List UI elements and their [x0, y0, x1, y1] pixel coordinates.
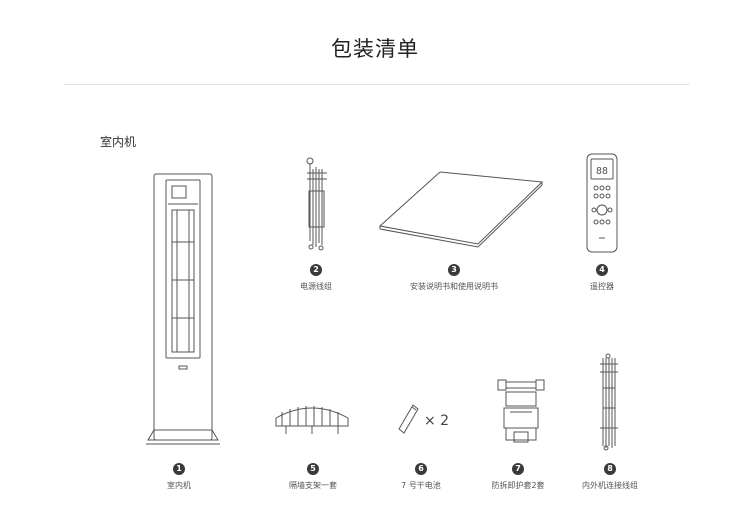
anti-tamper-cover-icon — [497, 379, 545, 443]
caption-power-cable: 电源线组 — [300, 282, 332, 291]
page-title: 包装清单 — [331, 37, 419, 61]
title-divider — [64, 84, 690, 85]
badge-5: 5 — [307, 463, 319, 475]
indoor-unit-icon — [146, 173, 220, 445]
caption-connecting-cable: 内外机连接线组 — [582, 481, 638, 490]
battery-icon — [398, 404, 419, 434]
caption-manual: 安装说明书和使用说明书 — [410, 282, 498, 291]
caption-battery: 7 号干电池 — [401, 481, 441, 490]
remote-display: 88 — [596, 166, 608, 177]
badge-6: 6 — [415, 463, 427, 475]
caption-remote: 遥控器 — [590, 282, 614, 291]
battery-quantity: × 2 — [424, 413, 450, 429]
caption-anti-tamper: 防拆卸护套2套 — [491, 481, 545, 490]
badge-3: 3 — [448, 264, 460, 276]
caption-wall-bracket: 隔墙支架一套 — [289, 481, 337, 490]
badge-4: 4 — [596, 264, 608, 276]
connecting-cable-icon — [600, 353, 618, 451]
badge-1: 1 — [173, 463, 185, 475]
wall-bracket-icon — [275, 406, 349, 434]
caption-indoor-unit: 室内机 — [167, 481, 191, 490]
badge-2: 2 — [310, 264, 322, 276]
badge-7: 7 — [512, 463, 524, 475]
remote-control-icon: 88 — [586, 153, 618, 253]
power-cable-icon — [306, 157, 327, 251]
badge-8: 8 — [604, 463, 616, 475]
manual-icon — [378, 171, 544, 248]
section-label: 室内机 — [100, 135, 137, 149]
